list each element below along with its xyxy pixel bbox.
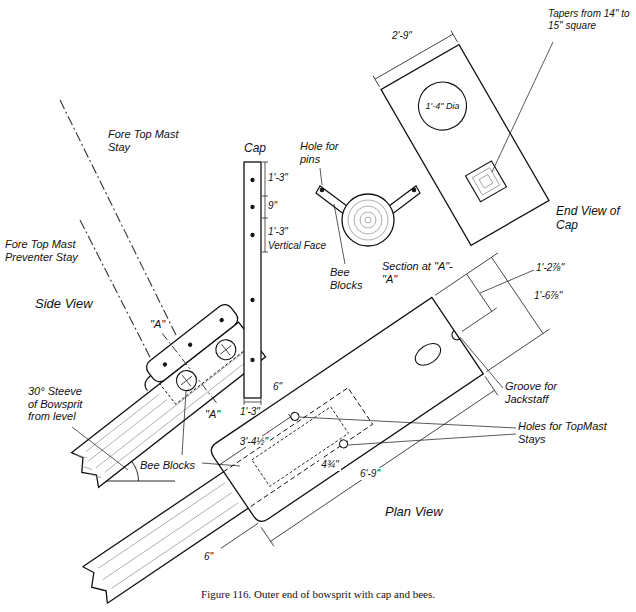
dimension-label: 9" [268,200,277,212]
plan-view [64,253,564,612]
view-title: Side View [35,297,93,312]
view-title: Plan View [385,505,443,520]
dimension-label: 4¾" [319,459,340,471]
part-label: Cap [244,142,266,156]
stay-line [80,220,152,361]
section-view [316,186,420,246]
dimension-label: 1'-3" [240,406,260,418]
note-label: Tapers from 14" to 15" square [548,8,630,31]
part-label: Bee Blocks [330,266,370,291]
dimension-label: 1'-6⅞" [534,290,562,302]
note-label: Holes for TopMast Stays [518,420,614,445]
stay-label: Fore Top Mast Stay [108,128,188,153]
dimension-label: 3'-4½" [238,436,270,448]
view-title: Section at "A"-"A" [382,260,454,285]
dimension-label: 2'-9" [392,30,412,42]
part-label: Bee Blocks [140,459,195,472]
cap-end-view [373,31,549,246]
section-mark: "A" [150,318,165,331]
view-title: End View of Cap [556,205,628,233]
note-label: Hole for pins [300,140,346,165]
note-label: Vertical Face [268,240,326,252]
cap [244,162,261,398]
dimension-label: 1'-3" [268,172,288,184]
dimension-label: 1'-3" [268,226,288,238]
figure-caption: Figure 116. Outer end of bowsprit with c… [201,588,435,600]
section-mark: "A" [205,408,220,421]
note-label: Groove for Jackstaff [505,380,587,405]
dimension-label: 1'-2⅞" [536,262,564,274]
note-label: 30° Steeve of Bowsprit from level [28,385,90,423]
dimension-label: 6" [273,381,282,393]
dimension-label: 6" [202,551,215,563]
dimension-label: 6'-9" [358,468,382,480]
stay-label: Fore Top Mast Preventer Stay [5,238,81,263]
dimension-label: 1'-4" Dia [426,101,460,111]
